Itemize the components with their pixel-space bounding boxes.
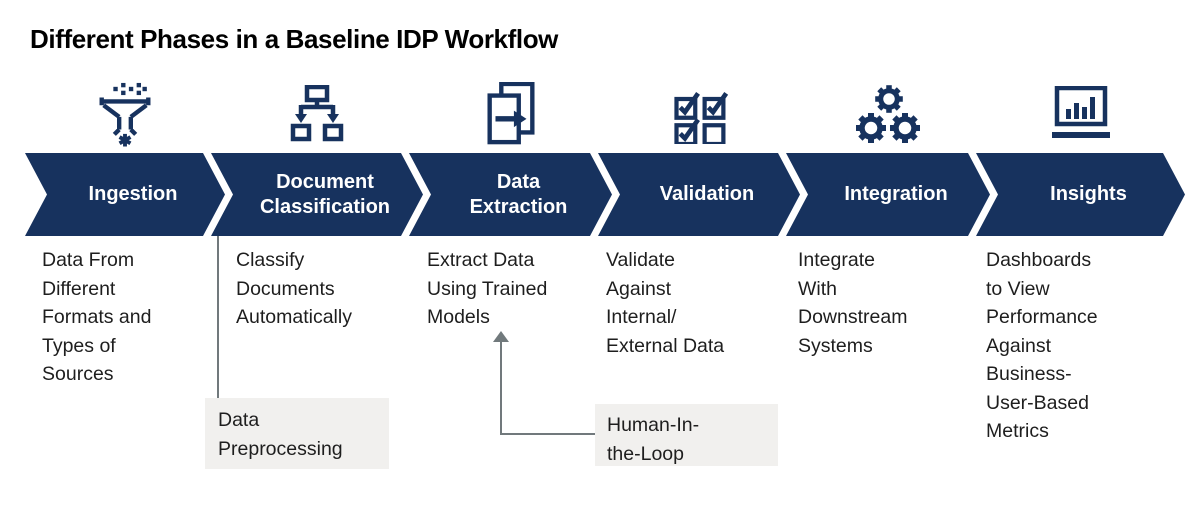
page-title: Different Phases in a Baseline IDP Workf…: [30, 24, 559, 54]
document-classification-icon: [290, 85, 344, 142]
phase-label-insights: Insights: [1050, 183, 1127, 205]
phase-description-insights: Dashboards to View Performance Against B…: [986, 249, 1098, 442]
phase-arrow-insights: [976, 153, 1185, 236]
phase-arrow-ingestion: [25, 153, 225, 236]
phase-arrow-document-classification: [211, 153, 423, 236]
funnel-ingestion-icon: [99, 82, 151, 147]
callout-human-in-the-loop: Human-In- the-Loop: [595, 404, 778, 466]
phase-icon-cell-integration: [786, 80, 990, 148]
validation-checkboxes-icon: [674, 92, 729, 144]
phase-description-ingestion: Data From Different Formats and Types of…: [42, 249, 152, 385]
connector-arrowhead-up-icon: [493, 331, 509, 342]
phase-description-data-extraction: Extract Data Using Trained Models: [427, 249, 548, 328]
callout-data-preprocessing: Data Preprocessing: [205, 398, 389, 469]
phase-label-validation: Validation: [659, 183, 755, 205]
insights-dashboard-icon: [1051, 86, 1110, 138]
phase-icon-cell-insights: [976, 80, 1185, 148]
connector-line-hitl-vertical: [500, 341, 502, 435]
phase-arrow-band: [25, 153, 1185, 236]
phase-icon-cell-ingestion: [25, 80, 225, 148]
connector-line-hitl-horizontal: [500, 433, 595, 435]
integration-gears-icon: [855, 83, 921, 145]
connector-line-preprocessing: [217, 236, 219, 398]
phase-arrow-data-extraction: [409, 153, 612, 236]
phase-arrow-validation: [598, 153, 800, 236]
phase-label-data-extraction: Data Extraction: [469, 170, 568, 218]
phase-description-document-classification: Classify Documents Automatically: [236, 249, 352, 328]
phase-icon-cell-data-extraction: [409, 80, 612, 148]
data-extraction-icon: [486, 82, 535, 145]
phase-arrow-integration: [786, 153, 990, 236]
phase-icon-cell-validation: [598, 80, 800, 148]
phase-label-document-classification: Document Classification: [259, 170, 391, 218]
phase-description-integration: Integrate With Downstream Systems: [798, 249, 908, 357]
phase-description-validation: Validate Against Internal/ External Data: [606, 249, 725, 357]
phase-label-integration: Integration: [844, 183, 948, 205]
phase-label-ingestion: Ingestion: [88, 183, 178, 205]
phase-icon-cell-document-classification: [211, 80, 423, 148]
